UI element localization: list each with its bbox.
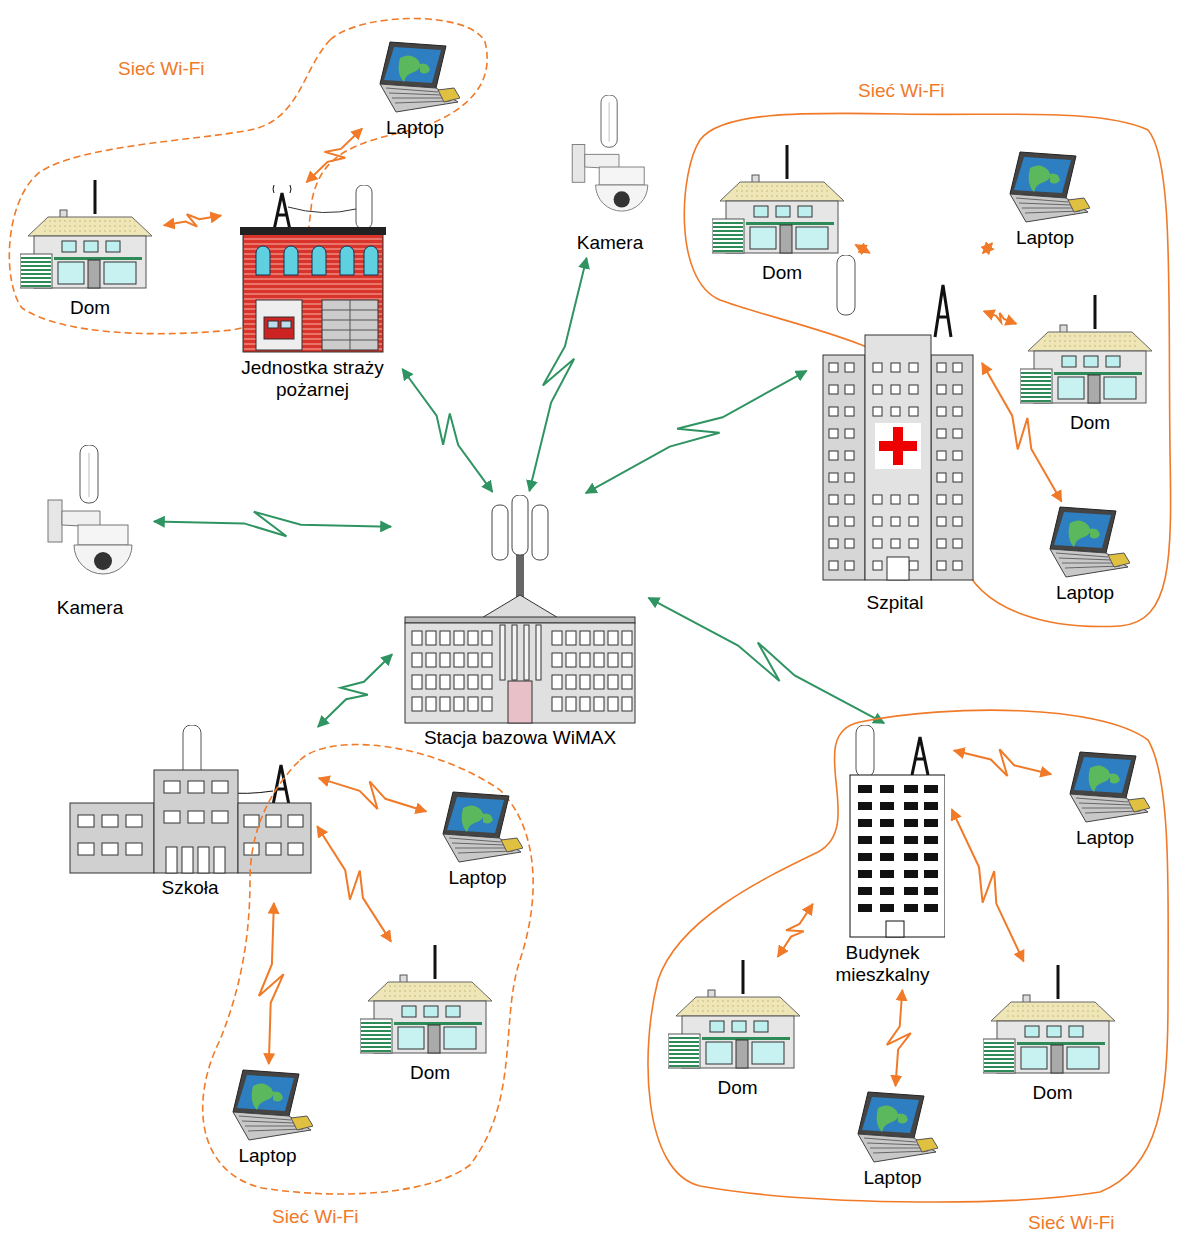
network-node: Dom bbox=[712, 145, 852, 284]
network-node: Laptop bbox=[430, 790, 525, 889]
laptop-icon bbox=[1060, 750, 1150, 825]
wifi-link bbox=[887, 990, 911, 1086]
wifi-link bbox=[856, 245, 870, 253]
laptop-icon bbox=[848, 1090, 938, 1165]
wifi-link bbox=[778, 904, 813, 957]
wifi-link bbox=[317, 826, 391, 941]
network-node: Dom bbox=[665, 960, 810, 1099]
laptop-icon bbox=[370, 40, 460, 115]
network-node: Dom bbox=[20, 180, 160, 319]
node-label: Dom bbox=[712, 262, 852, 284]
wifi-link bbox=[983, 243, 992, 253]
region-label: Sieć Wi-Fi bbox=[272, 1206, 359, 1228]
node-label: Laptop bbox=[1035, 582, 1135, 604]
house-icon bbox=[20, 180, 160, 295]
house-icon bbox=[712, 145, 852, 260]
node-label: Laptop bbox=[1055, 827, 1155, 849]
network-node: Laptop bbox=[365, 40, 465, 139]
node-label: Laptop bbox=[995, 227, 1095, 249]
node-label: Laptop bbox=[365, 117, 465, 139]
node-label: Dom bbox=[1020, 412, 1160, 434]
network-node: Dom bbox=[355, 945, 505, 1084]
house-icon bbox=[668, 960, 808, 1075]
node-label: Kamera bbox=[30, 597, 150, 619]
node-label: Szpital bbox=[810, 592, 980, 614]
wifi-link bbox=[307, 129, 363, 183]
network-node: Kamera bbox=[560, 95, 660, 254]
wifi-link bbox=[984, 311, 1017, 324]
node-label: Stacja bazowa WiMAX bbox=[395, 727, 645, 749]
wifi-link bbox=[952, 809, 1024, 961]
node-label: Laptop bbox=[430, 867, 525, 889]
wifi-link bbox=[954, 749, 1051, 776]
base-station-icon bbox=[400, 495, 640, 725]
wifi-link bbox=[982, 363, 1062, 501]
wifi-link bbox=[319, 778, 426, 811]
laptop-icon bbox=[223, 1068, 313, 1143]
house-icon bbox=[1020, 295, 1160, 410]
node-label: Jednostka straży pożarnej bbox=[225, 357, 400, 401]
wifi-region: Sieć Wi-FiLaptopDomDomLaptop bbox=[640, 700, 1175, 1240]
network-node: Laptop bbox=[220, 1068, 315, 1167]
wimax-link bbox=[402, 369, 492, 492]
apartment-icon bbox=[820, 725, 945, 940]
network-node: Szkoła bbox=[65, 725, 315, 899]
wifi-link bbox=[164, 214, 221, 226]
node-label: Szkoła bbox=[65, 877, 315, 899]
school-icon bbox=[68, 725, 313, 875]
wimax-link bbox=[154, 512, 391, 537]
region-label: Sieć Wi-Fi bbox=[118, 58, 205, 80]
region-label: Sieć Wi-Fi bbox=[1028, 1212, 1115, 1234]
camera-icon bbox=[565, 95, 655, 230]
network-node: Laptop bbox=[1035, 505, 1135, 604]
network-node: Kamera bbox=[30, 445, 150, 619]
node-label: Kamera bbox=[560, 232, 660, 254]
wifi-region: Sieć Wi-FiLaptopDomLaptop bbox=[180, 735, 545, 1232]
node-label: Dom bbox=[20, 297, 160, 319]
node-label: Budynek mieszkalny bbox=[815, 942, 950, 986]
node-label: Dom bbox=[665, 1077, 810, 1099]
network-node: Dom bbox=[980, 965, 1125, 1104]
wimax-link bbox=[529, 258, 586, 491]
node-label: Dom bbox=[355, 1062, 505, 1084]
network-node: Dom bbox=[1020, 295, 1160, 434]
laptop-icon bbox=[1040, 505, 1130, 580]
wimax-link bbox=[318, 654, 392, 727]
wimax-link bbox=[586, 371, 807, 493]
node-label: Laptop bbox=[845, 1167, 940, 1189]
house-icon bbox=[983, 965, 1123, 1080]
network-node: Laptop bbox=[845, 1090, 940, 1189]
network-node: Stacja bazowa WiMAX bbox=[395, 495, 645, 749]
node-label: Dom bbox=[980, 1082, 1125, 1104]
wifi-link bbox=[259, 903, 284, 1064]
laptop-icon bbox=[433, 790, 523, 865]
network-node: Laptop bbox=[1055, 750, 1155, 849]
house-icon bbox=[360, 945, 500, 1060]
node-label: Laptop bbox=[220, 1145, 315, 1167]
network-node: Szpital bbox=[810, 255, 980, 614]
camera-icon bbox=[40, 445, 140, 595]
fire-station-icon bbox=[238, 185, 388, 355]
region-label: Sieć Wi-Fi bbox=[858, 80, 945, 102]
network-node: Jednostka straży pożarnej bbox=[225, 185, 400, 401]
laptop-icon bbox=[1000, 150, 1090, 225]
network-node: Laptop bbox=[995, 150, 1095, 249]
hospital-icon bbox=[815, 255, 975, 590]
wimax-link bbox=[649, 598, 885, 723]
